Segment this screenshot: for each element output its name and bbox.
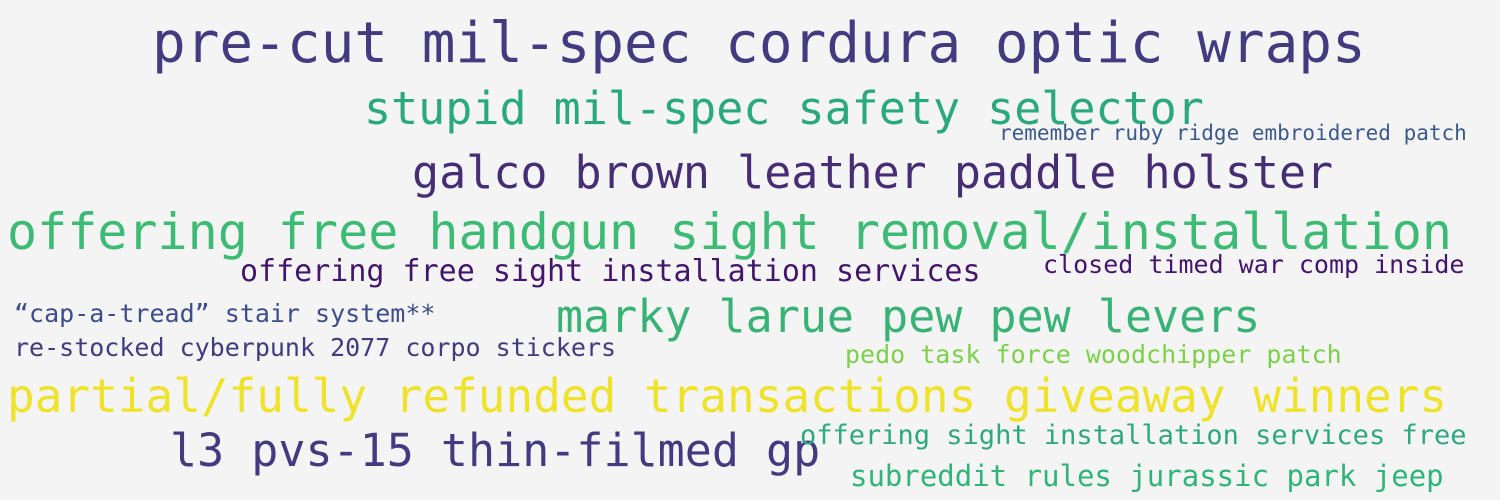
word-cloud-term: offering free sight installation service… [240,254,981,289]
word-cloud-term: marky larue pew pew levers [556,290,1261,343]
word-cloud-term: remember ruby ridge embroidered patch [999,121,1467,145]
word-cloud-term: partial/fully refunded transactions give… [7,369,1448,423]
word-cloud-term: pre-cut mil-spec cordura optic wraps [152,11,1366,76]
word-cloud-term: subreddit rules jurassic park jeep [850,459,1444,493]
word-cloud-term: closed timed war comp inside [1043,250,1465,279]
word-cloud-term: pedo task force woodchipper patch [845,340,1342,369]
word-cloud-term: l3 pvs-15 thin-filmed gp [170,424,821,477]
word-cloud-term: offering sight installation services fre… [800,420,1467,451]
word-cloud-term: re-stocked cyberpunk 2077 corpo stickers [14,333,617,362]
word-cloud-term: stupid mil-spec safety selector [364,82,1204,135]
word-cloud-term: offering free handgun sight removal/inst… [7,203,1452,261]
word-cloud-term: galco brown leather paddle holster [412,146,1334,199]
word-cloud-term: “cap-a-tread” stair system** [14,299,436,328]
